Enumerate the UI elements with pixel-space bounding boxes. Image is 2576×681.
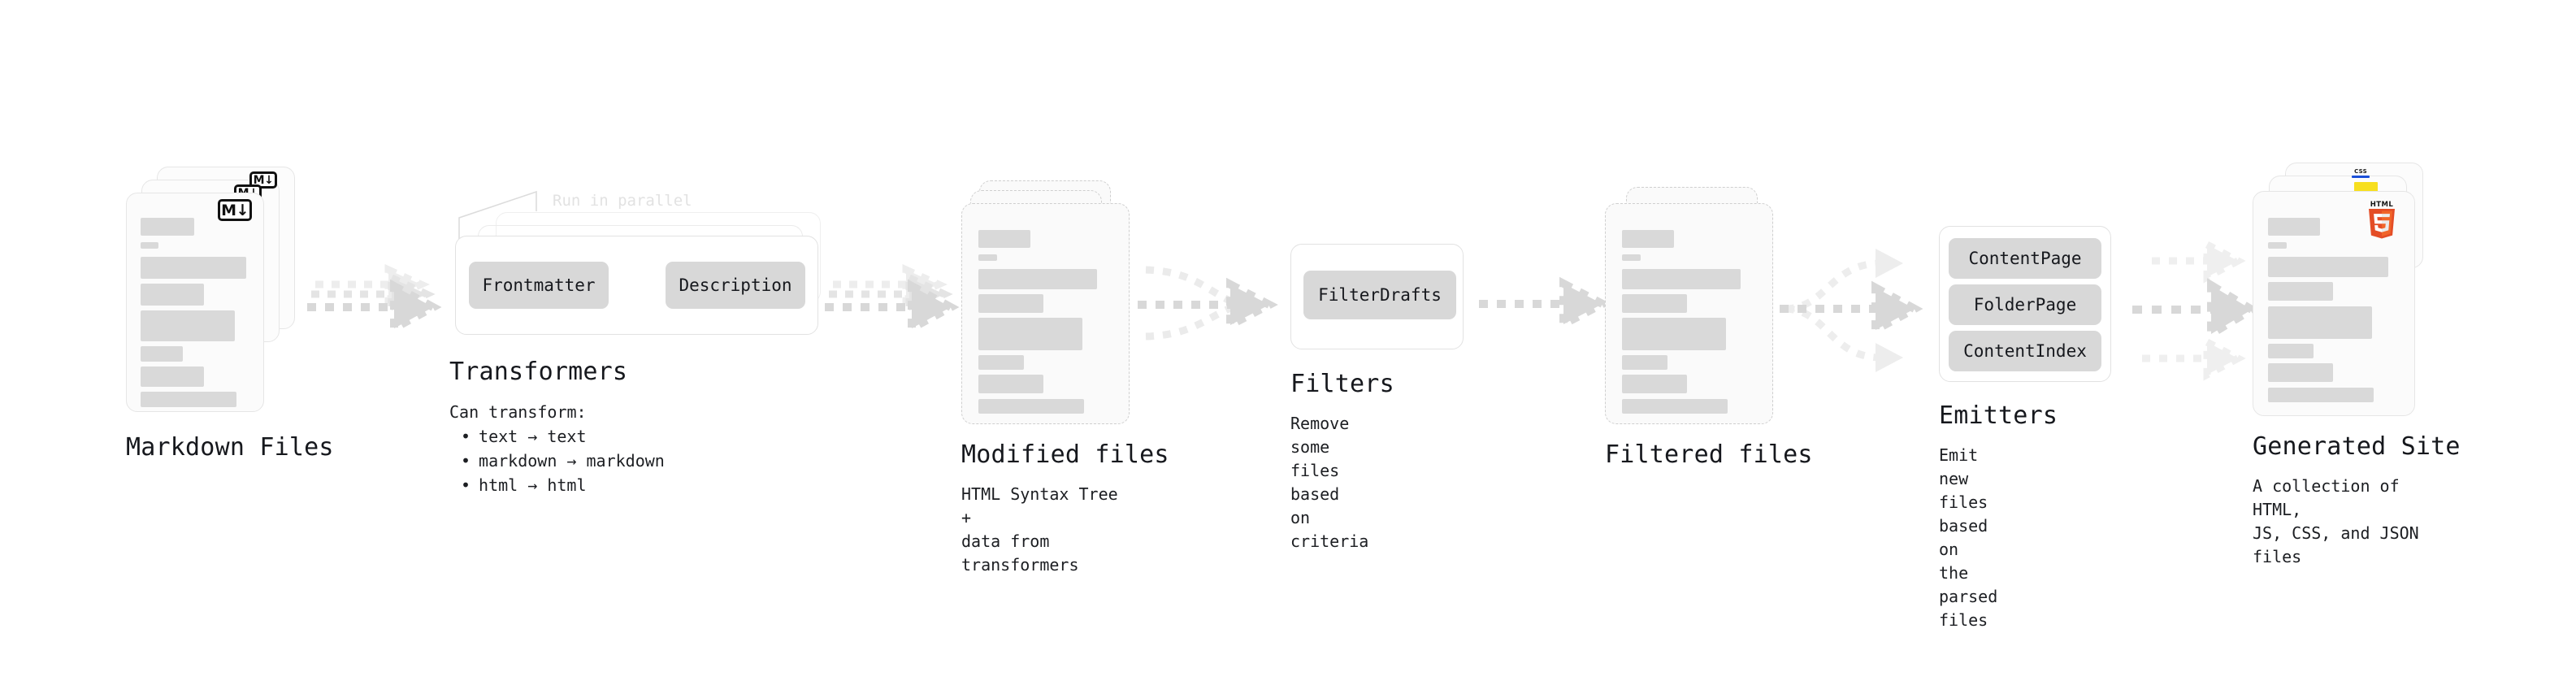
skeleton-line bbox=[2268, 344, 2314, 358]
css-icon-bar bbox=[2352, 176, 2370, 178]
skeleton-line bbox=[2268, 363, 2333, 382]
skeleton-line bbox=[141, 242, 158, 249]
transformer-pill-description[interactable]: Description bbox=[666, 262, 805, 309]
stage-desc-emitters: Emit new files based on the parsed files bbox=[1939, 445, 1998, 630]
skeleton-line bbox=[978, 294, 1043, 313]
arrow-modified-to-filters bbox=[1138, 266, 1278, 358]
markdown-icon-letter: M bbox=[221, 201, 236, 219]
file-card-front bbox=[126, 193, 264, 412]
skeleton-line bbox=[1622, 230, 1674, 248]
file-card-front bbox=[2253, 191, 2415, 416]
skeleton-line bbox=[1622, 375, 1687, 393]
skeleton-line bbox=[2268, 257, 2388, 277]
skeleton-line bbox=[141, 218, 194, 236]
skeleton-line bbox=[2268, 306, 2372, 339]
skeleton-line bbox=[2268, 282, 2333, 301]
skeleton-line bbox=[141, 257, 246, 279]
arrow-transformers-to-modified bbox=[825, 264, 960, 358]
skeleton-line bbox=[2268, 388, 2374, 402]
skeleton-line bbox=[141, 284, 204, 306]
stage-markdown-files: M↓ M↓ M↓ Markdown Files bbox=[126, 167, 333, 462]
skeleton-line bbox=[978, 375, 1043, 393]
css-icon-label: CSS bbox=[2354, 168, 2367, 175]
stage-modified-files: Modified files HTML Syntax Tree + data f… bbox=[961, 180, 1169, 575]
emitter-pill-contentpage[interactable]: ContentPage bbox=[1949, 238, 2101, 279]
transformer-pill-frontmatter[interactable]: Frontmatter bbox=[469, 262, 609, 309]
skeleton-line bbox=[1622, 355, 1667, 370]
skeleton-line bbox=[1622, 294, 1687, 313]
stage-label-filters: Filters bbox=[1290, 370, 1394, 398]
capability-item: html → html bbox=[461, 473, 665, 497]
stage-desc-filters: Remove some files based on criteria bbox=[1290, 414, 1369, 551]
skeleton-line bbox=[978, 399, 1084, 414]
markdown-icon-arrow: ↓ bbox=[264, 173, 274, 187]
skeleton-line bbox=[141, 392, 236, 407]
skeleton-line bbox=[141, 346, 183, 362]
skeleton-line bbox=[978, 254, 997, 261]
skeleton-line bbox=[978, 318, 1082, 350]
capability-item: text → text bbox=[461, 424, 665, 449]
stage-desc-generated-site: A collection of HTML, JS, CSS, and JSON … bbox=[2253, 476, 2419, 566]
markdown-icon-back-2: M↓ bbox=[249, 171, 277, 189]
parallel-leader-line bbox=[458, 190, 557, 241]
skeleton-line bbox=[2268, 218, 2320, 236]
annotation-run-in-parallel: Run in parallel bbox=[553, 192, 692, 210]
stage-filtered-files: Filtered files bbox=[1605, 187, 1812, 469]
skeleton-line bbox=[141, 310, 235, 341]
arrow-filtered-to-emitters bbox=[1780, 236, 1926, 382]
skeleton-line bbox=[1622, 318, 1726, 350]
arrow-filters-to-filtered bbox=[1479, 276, 1611, 332]
skeleton-line bbox=[978, 269, 1097, 289]
skeleton-line bbox=[141, 367, 204, 387]
file-card-front bbox=[1605, 203, 1773, 424]
skeleton-line bbox=[1622, 399, 1728, 414]
arrow-markdown-to-transformers bbox=[307, 264, 442, 358]
stage-desc-modified-files: HTML Syntax Tree + data from transformer… bbox=[961, 484, 1118, 575]
html5-icon: HTML bbox=[2364, 198, 2400, 239]
skeleton-line bbox=[2268, 242, 2287, 249]
capabilities-list: text → text markdown → markdown html → h… bbox=[449, 424, 665, 497]
markdown-icon-arrow: ↓ bbox=[236, 201, 249, 219]
emitter-pill-folderpage[interactable]: FolderPage bbox=[1949, 284, 2101, 325]
filtered-file-stack bbox=[1605, 187, 1776, 431]
arrow-emitters-to-site bbox=[2119, 232, 2266, 383]
stage-label-generated-site: Generated Site bbox=[2253, 432, 2461, 461]
markdown-file-stack: M↓ M↓ M↓ bbox=[126, 167, 297, 427]
skeleton-line bbox=[1622, 254, 1641, 261]
skeleton-line bbox=[978, 230, 1030, 248]
emitter-pill-contentindex[interactable]: ContentIndex bbox=[1949, 331, 2101, 371]
svg-text:HTML: HTML bbox=[2370, 201, 2394, 209]
modified-file-stack bbox=[961, 180, 1132, 424]
markdown-icon: M↓ bbox=[218, 199, 252, 221]
stage-label-modified-files: Modified files bbox=[961, 440, 1169, 469]
transformers-capabilities: Can transform: text → text markdown → ma… bbox=[449, 400, 665, 497]
css-icon: CSS bbox=[2352, 169, 2370, 178]
filter-pill-filterdrafts[interactable]: FilterDrafts bbox=[1303, 271, 1456, 319]
capabilities-lead: Can transform: bbox=[449, 402, 587, 422]
stage-label-filtered-files: Filtered files bbox=[1605, 440, 1813, 469]
stage-label-emitters: Emitters bbox=[1939, 401, 2058, 430]
markdown-icon-letter: M bbox=[253, 173, 265, 187]
stage-generated-site: CSS HTML bbox=[2253, 163, 2460, 566]
generated-file-stack: CSS HTML bbox=[2253, 163, 2439, 431]
skeleton-line bbox=[978, 355, 1024, 370]
skeleton-line bbox=[1622, 269, 1741, 289]
stage-label-markdown-files: Markdown Files bbox=[126, 433, 334, 462]
stage-label-transformers: Transformers bbox=[449, 358, 628, 386]
capability-item: markdown → markdown bbox=[461, 449, 665, 473]
file-card-front bbox=[961, 203, 1130, 424]
